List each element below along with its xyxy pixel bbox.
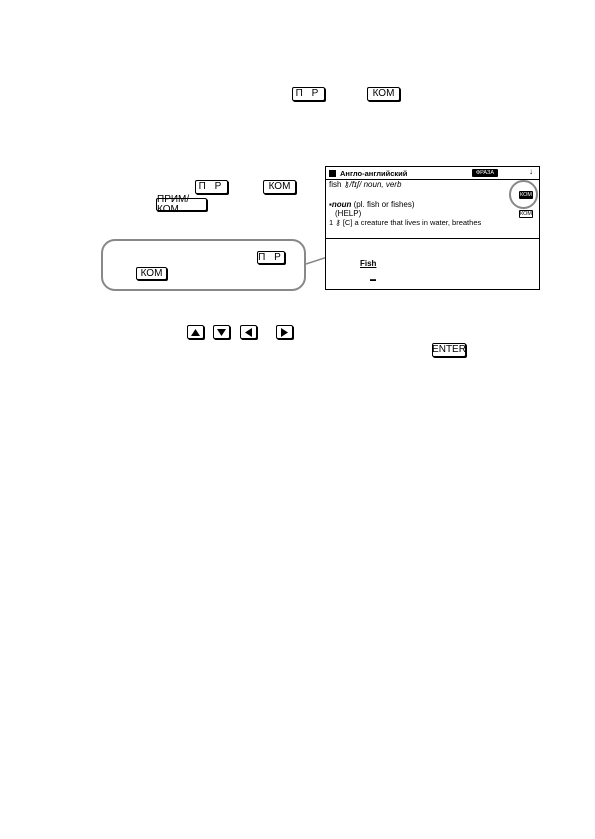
highlight-ring: [509, 180, 538, 209]
pos-label: noun: [331, 200, 352, 209]
help-line: (HELP): [335, 209, 362, 218]
screen-title: Англо-английский: [340, 169, 408, 178]
up-arrow-icon: [187, 325, 204, 339]
callout-kom-key: КОМ: [136, 267, 167, 280]
definition-line: 1 ⚷ [C] a creature that lives in water, …: [329, 218, 482, 227]
scroll-down-icon: ↓: [529, 167, 533, 176]
kom-key-2: КОМ: [263, 180, 296, 194]
mode-badge: ФРАЗА: [472, 169, 498, 177]
dictionary-screen: Англо-английский ФРАЗА ↓ fish ⚷/fɪʃ/ nou…: [325, 166, 540, 290]
headword: fish: [329, 180, 342, 189]
prim-kom-key: ПРИМ/КОМ: [156, 194, 207, 214]
bottom-mark: ▬: [370, 277, 376, 283]
pos-line: ▪noun (pl. fish or fishes): [329, 200, 415, 209]
callout-box: [101, 239, 306, 291]
kom-badge-bottom: КОМ: [519, 210, 533, 218]
callout-pr-key: П Р: [257, 251, 285, 264]
right-arrow-icon: [276, 325, 293, 339]
kom-key: КОМ: [367, 87, 400, 101]
bottom-word: Fish: [360, 259, 377, 268]
headword-line: fish ⚷/fɪʃ/ noun, verb: [329, 180, 401, 189]
screen-header: Англо-английский ФРАЗА ↓: [326, 167, 539, 180]
screen-divider: [326, 238, 539, 239]
pr-key: П Р: [292, 87, 325, 101]
left-arrow-icon: [240, 325, 257, 339]
key-icon: ⚷: [343, 180, 350, 189]
pronunciation: /fɪʃ/ noun, verb: [349, 180, 402, 189]
pr-key-2: П Р: [195, 180, 228, 194]
header-square-icon: [329, 170, 336, 177]
enter-key: ENTER: [432, 343, 466, 357]
down-arrow-icon: [213, 325, 230, 339]
pos-rest: (pl. fish or fishes): [353, 200, 415, 209]
pos-bullet-icon: ▪: [329, 200, 332, 209]
